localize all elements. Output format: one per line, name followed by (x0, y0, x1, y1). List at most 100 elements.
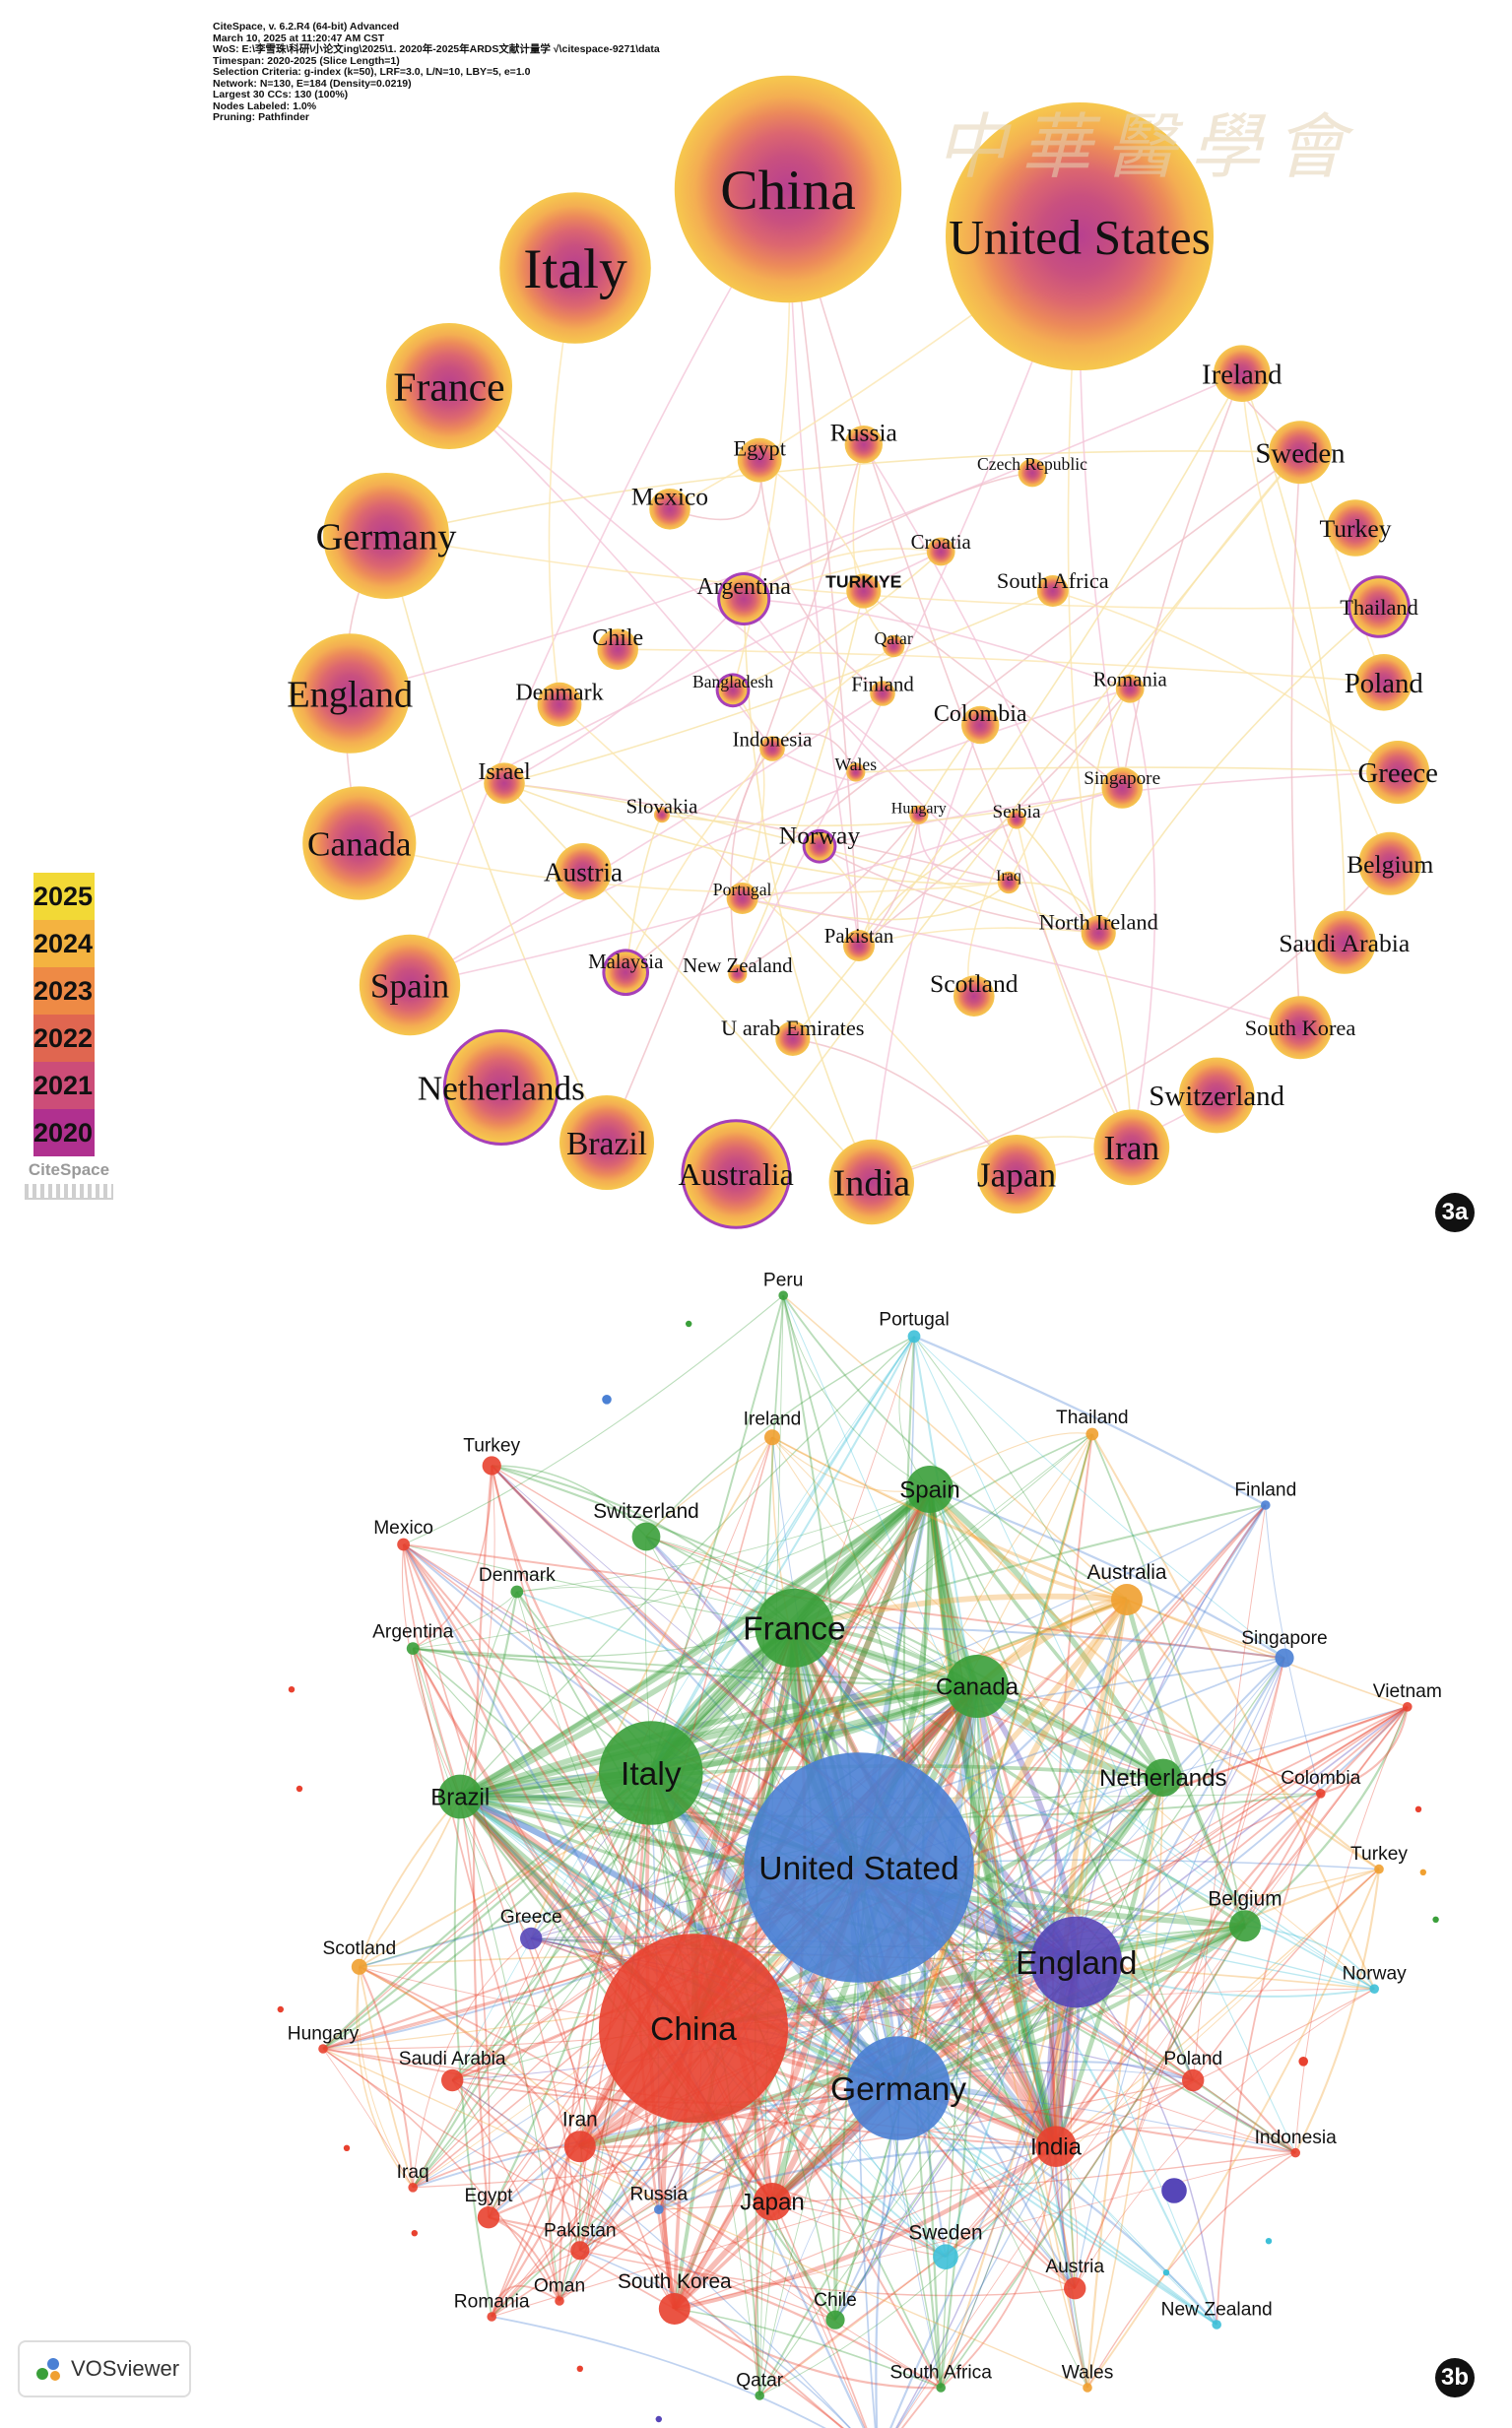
citespace-node[interactable]: Portugal (713, 880, 772, 914)
vosviewer-node[interactable]: Pakistan (544, 2220, 617, 2261)
vosviewer-node[interactable] (1419, 1869, 1427, 1876)
citespace-node[interactable]: Slovakia (626, 796, 698, 823)
citespace-node[interactable]: Austria (544, 843, 623, 900)
vosviewer-node[interactable]: Qatar (736, 2370, 784, 2400)
citespace-node[interactable]: France (386, 323, 512, 449)
citespace-node[interactable]: Serbia (992, 802, 1041, 829)
citespace-node[interactable]: Belgium (1347, 831, 1433, 895)
citespace-node[interactable]: Brazil (559, 1095, 654, 1190)
vosviewer-node[interactable]: Russia (629, 2185, 688, 2214)
vosviewer-node[interactable]: Hungary (288, 2023, 360, 2054)
vosviewer-node[interactable]: China (599, 1934, 788, 2124)
citespace-node[interactable]: Wales (835, 755, 878, 782)
vosviewer-node[interactable]: Poland (1163, 2049, 1222, 2092)
vosviewer-node[interactable] (1162, 2269, 1170, 2276)
vosviewer-node[interactable]: Argentina (372, 1621, 454, 1655)
citespace-node[interactable]: Norway (779, 820, 861, 864)
vosviewer-node[interactable]: Brazil (430, 1774, 490, 1819)
citespace-node[interactable]: China (674, 75, 902, 303)
citespace-node[interactable]: Germany (316, 473, 458, 599)
vosviewer-node[interactable] (686, 1320, 692, 1328)
citespace-node[interactable]: Spain (359, 934, 461, 1036)
citespace-node[interactable]: Turkey (1319, 499, 1392, 557)
vosviewer-node[interactable] (1432, 1916, 1439, 1924)
vosviewer-node[interactable] (296, 1785, 303, 1793)
vosviewer-node[interactable] (1265, 2238, 1273, 2245)
citespace-node[interactable]: Mexico (631, 483, 708, 530)
citespace-node[interactable]: Italy (499, 192, 651, 344)
citespace-node[interactable]: Israel (478, 759, 531, 804)
vosviewer-node[interactable] (288, 1686, 296, 1693)
citespace-node[interactable]: Sweden (1255, 421, 1346, 485)
vosviewer-node[interactable]: Ireland (744, 1409, 802, 1446)
citespace-node[interactable]: Greece (1357, 741, 1438, 804)
citespace-node[interactable]: Pakistan (824, 925, 894, 961)
vosviewer-node[interactable] (277, 2005, 284, 2013)
vosviewer-node[interactable]: Iran (562, 2108, 598, 2163)
vosviewer-node[interactable]: Spain (899, 1466, 960, 1513)
citespace-node[interactable]: Hungary (891, 800, 947, 824)
citespace-node[interactable]: Poland (1345, 654, 1424, 711)
vosviewer-node[interactable] (576, 2365, 583, 2372)
vosviewer-node[interactable]: Austria (1045, 2257, 1104, 2300)
vosviewer-node[interactable]: Sweden (908, 2222, 983, 2269)
citespace-node[interactable]: North Ireland (1039, 910, 1158, 951)
citespace-node[interactable]: Switzerland (1149, 1057, 1285, 1134)
vosviewer-node[interactable]: Norway (1343, 1964, 1407, 1994)
vosviewer-node[interactable]: Peru (763, 1271, 804, 1300)
vosviewer-node[interactable]: Singapore (1241, 1628, 1328, 1668)
citespace-node[interactable]: India (828, 1139, 914, 1225)
vosviewer-node[interactable]: New Zealand (1161, 2299, 1273, 2330)
citespace-node[interactable]: Chile (592, 625, 643, 670)
citespace-node[interactable]: Denmark (515, 681, 604, 727)
vosviewer-node[interactable]: Scotland (322, 1938, 396, 1975)
citespace-node[interactable]: United States (946, 102, 1214, 370)
citespace-node[interactable]: Indonesia (733, 728, 813, 761)
vosviewer-node[interactable]: Italy (599, 1721, 703, 1825)
vosviewer-node[interactable]: Egypt (464, 2186, 513, 2229)
vosviewer-node[interactable]: Colombia (1281, 1768, 1361, 1799)
citespace-node[interactable]: Croatia (911, 531, 971, 566)
citespace-node[interactable]: New Zealand (683, 954, 793, 984)
citespace-node[interactable]: Iran (1093, 1109, 1170, 1186)
vosviewer-node[interactable]: England (1016, 1916, 1137, 2008)
vosviewer-node[interactable]: Switzerland (593, 1500, 699, 1551)
vosviewer-node[interactable]: Mexico (373, 1518, 433, 1551)
vosviewer-node[interactable]: France (743, 1588, 846, 1668)
vosviewer-node[interactable]: Turkey (1350, 1844, 1408, 1874)
vosviewer-node[interactable]: Greece (500, 1907, 562, 1950)
citespace-node[interactable]: Japan (977, 1135, 1057, 1214)
vosviewer-node[interactable]: Finland (1234, 1479, 1296, 1510)
vosviewer-node[interactable]: Australia (1087, 1561, 1167, 1615)
citespace-node[interactable]: TURKIYE (825, 571, 902, 609)
vosviewer-node[interactable]: Indonesia (1255, 2128, 1338, 2158)
vosviewer-node[interactable]: Germany (830, 2036, 966, 2140)
vosviewer-node[interactable]: Romania (454, 2291, 530, 2322)
citespace-node[interactable]: Singapore (1084, 767, 1160, 809)
citespace-node[interactable]: Finland (851, 673, 914, 706)
citespace-node[interactable]: Colombia (934, 701, 1027, 745)
vosviewer-node[interactable]: Turkey (463, 1436, 521, 1476)
vosviewer-node[interactable] (411, 2230, 418, 2237)
citespace-node[interactable]: Australia (679, 1119, 794, 1229)
citespace-node[interactable]: England (287, 633, 413, 754)
citespace-node[interactable]: Thailand (1340, 575, 1418, 638)
citespace-node[interactable]: Czech Republic (977, 454, 1087, 488)
citespace-node[interactable]: Qatar (875, 628, 913, 658)
citespace-node[interactable]: South Africa (997, 568, 1109, 607)
vosviewer-node[interactable] (1414, 1805, 1422, 1813)
vosviewer-node[interactable]: Wales (1062, 2362, 1114, 2393)
vosviewer-node[interactable]: South Korea (618, 2270, 732, 2325)
vosviewer-node[interactable]: Portugal (879, 1310, 950, 1344)
vosviewer-node[interactable]: Belgium (1208, 1887, 1282, 1942)
vosviewer-node[interactable] (1161, 2178, 1187, 2203)
vosviewer-node[interactable]: Iraq (397, 2162, 429, 2193)
vosviewer-node[interactable]: Netherlands (1099, 1758, 1227, 1798)
vosviewer-node[interactable]: Chile (814, 2290, 857, 2330)
vosviewer-node[interactable]: Japan (740, 2183, 805, 2221)
vosviewer-node[interactable]: Denmark (479, 1565, 556, 1599)
citespace-node[interactable]: Scotland (930, 969, 1019, 1017)
citespace-node[interactable]: Saudi Arabia (1279, 910, 1411, 974)
vosviewer-node[interactable]: India (1030, 2126, 1083, 2167)
citespace-node[interactable]: Russia (830, 418, 898, 464)
